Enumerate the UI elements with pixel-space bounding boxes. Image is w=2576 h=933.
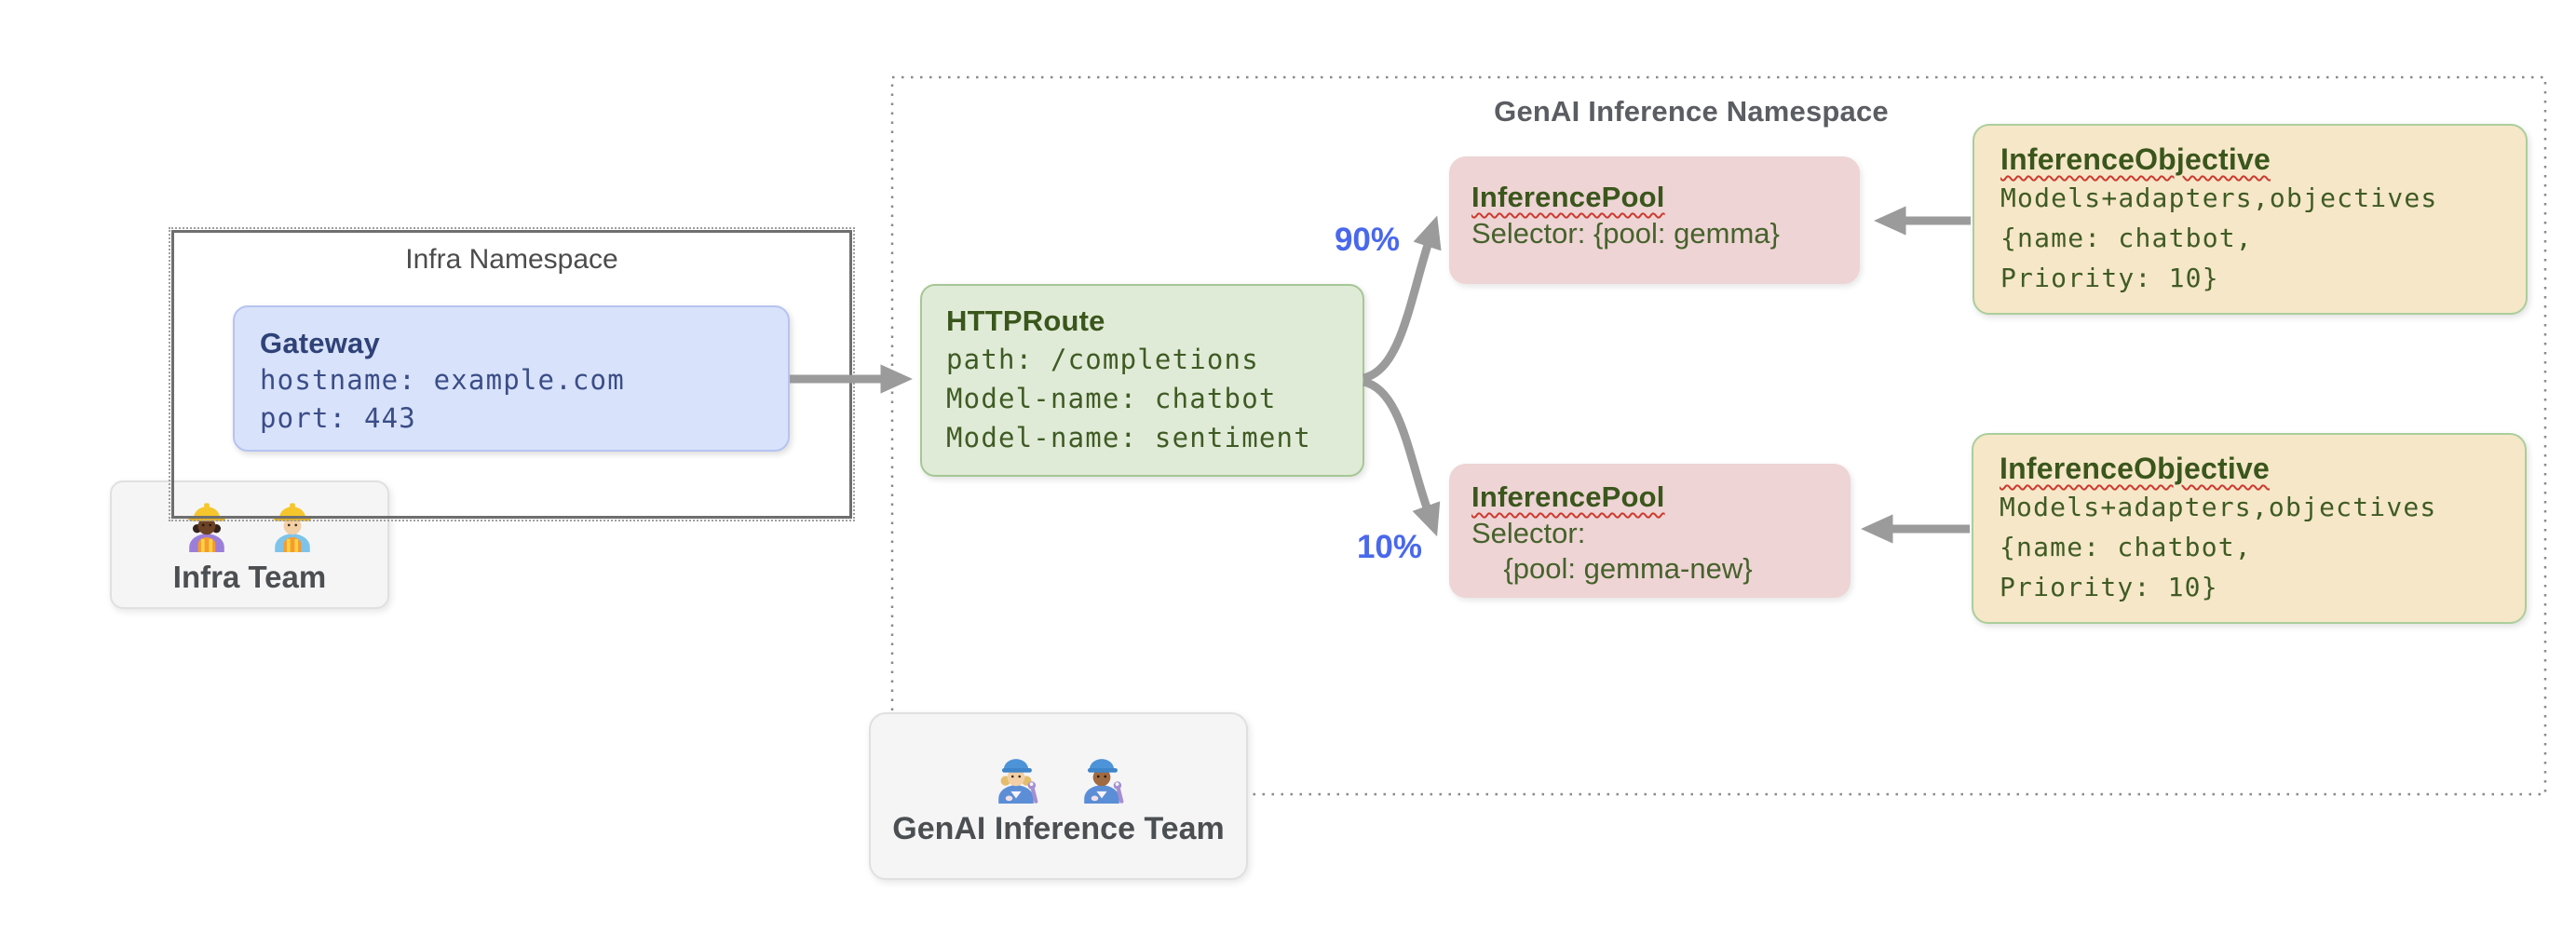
man-mechanic-icon	[1083, 758, 1123, 804]
infra-namespace-label: Infra Namespace	[405, 244, 618, 275]
infra-team-label: Infra Team	[172, 560, 327, 594]
construction-worker-icon	[274, 503, 311, 552]
genai-team-members	[987, 746, 1131, 804]
inference-pool-bottom-title-text: InferencePool	[1471, 480, 1665, 513]
httproute-to-pool-bottom-arrow	[1362, 377, 1441, 537]
inference-objective-top-name-line: {name: chatbot,	[2000, 223, 2253, 253]
inference-pool-top-selector-line: Selector: {pool: gemma}	[1471, 217, 1780, 250]
inference-objective-bottom-node: InferenceObjective Models+adapters,objec…	[1972, 433, 2527, 624]
httproute-to-pool-top-arrow	[1362, 215, 1442, 383]
inference-objective-top-node: InferenceObjective Models+adapters,objec…	[1973, 124, 2528, 315]
httproute-node: HTTPRoute path: /completions Model-name:…	[920, 284, 1364, 477]
gateway-title: Gateway	[260, 327, 380, 359]
inference-objective-top-title-text: InferenceObjective	[2000, 142, 2271, 176]
gateway-port-line: port: 443	[260, 402, 416, 434]
httproute-path-line: path: /completions	[946, 344, 1259, 375]
inference-pool-bottom-node: InferencePool Selector: {pool: gemma-new…	[1449, 464, 1851, 598]
infra-team-members	[178, 494, 321, 552]
genai-team-label: GenAI Inference Team	[892, 810, 1225, 846]
inference-objective-bottom-title: InferenceObjective	[2000, 450, 2525, 487]
inference-objective-bottom-title-text: InferenceObjective	[2000, 452, 2270, 485]
gateway-hostname-line: hostname: example.com	[260, 364, 625, 396]
inference-pool-top-title-text: InferencePool	[1471, 181, 1665, 213]
inference-objective-top-title: InferenceObjective	[2000, 141, 2526, 178]
genai-team-card: GenAI Inference Team	[869, 712, 1248, 880]
httproute-model-chatbot-line: Model-name: chatbot	[946, 383, 1277, 414]
gateway-node: Gateway hostname: example.com port: 443	[233, 305, 790, 452]
inference-pool-bottom-selector-line: Selector:	[1471, 517, 1586, 549]
infra-team-card: Infra Team	[110, 480, 389, 609]
inference-objective-top-models-line: Models+adapters,objectives	[2000, 183, 2438, 213]
traffic-split-90-label: 90%	[1334, 222, 1401, 258]
inference-pool-bottom-pool-line: {pool: gemma-new}	[1471, 552, 1753, 585]
httproute-model-sentiment-line: Model-name: sentiment	[946, 422, 1311, 453]
woman-construction-worker-icon	[188, 503, 225, 552]
inference-pool-top-title: InferencePool	[1471, 179, 1860, 216]
inference-objective-top-priority-line: Priority: 10}	[2000, 263, 2219, 293]
inference-objective-bottom-models-line: Models+adapters,objectives	[2000, 492, 2437, 522]
inference-pool-bottom-title: InferencePool	[1471, 479, 1851, 516]
genai-namespace-label: GenAI Inference Namespace	[1494, 95, 1889, 128]
inference-objective-bottom-name-line: {name: chatbot,	[2000, 532, 2252, 562]
httproute-title: HTTPRoute	[946, 304, 1105, 337]
inference-pool-top-node: InferencePool Selector: {pool: gemma}	[1449, 156, 1860, 284]
inference-objective-bottom-priority-line: Priority: 10}	[2000, 572, 2218, 602]
woman-mechanic-icon	[997, 758, 1037, 804]
traffic-split-10-label: 10%	[1356, 529, 1423, 565]
